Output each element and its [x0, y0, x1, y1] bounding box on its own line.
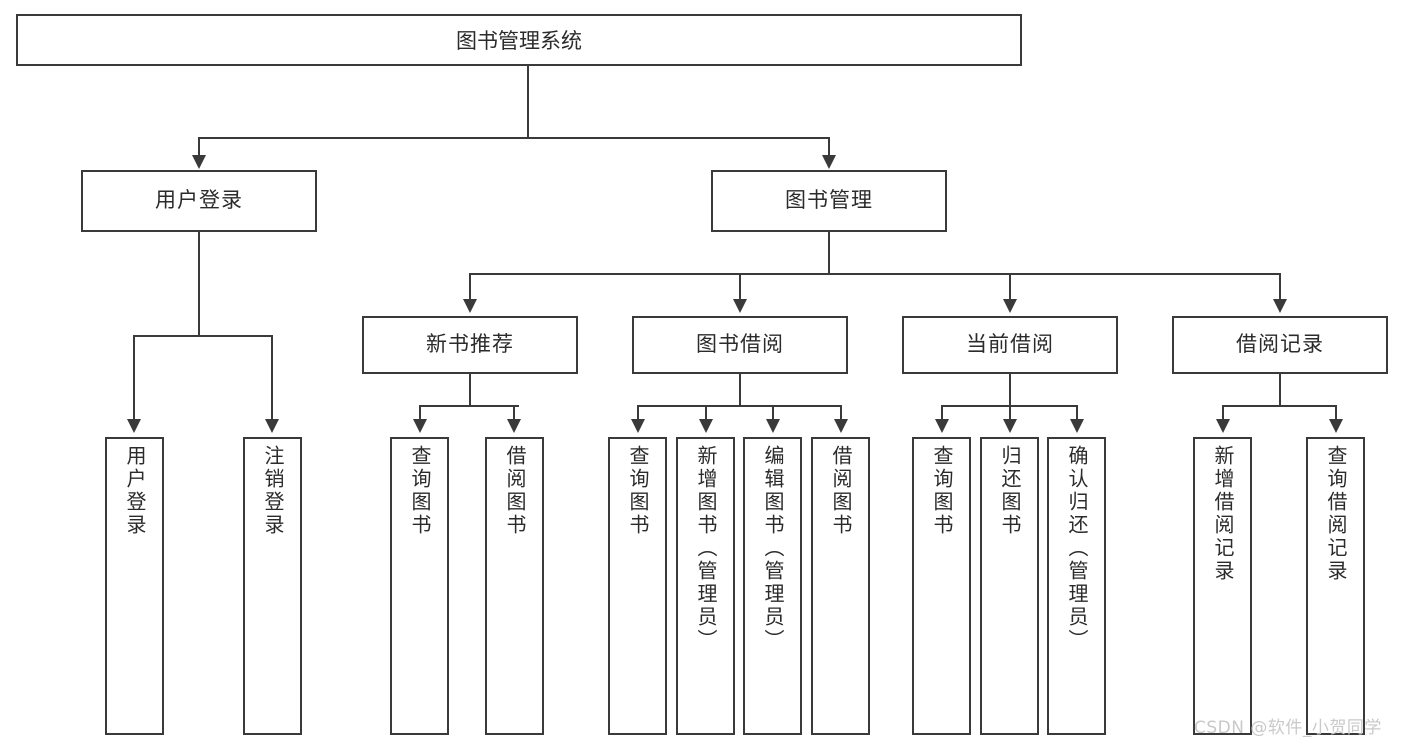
leaf-label: 注销登录 — [261, 445, 285, 537]
edge-current-borrow-leaf3 — [1076, 405, 1078, 421]
node-current-borrow[interactable]: 当前借阅 — [902, 316, 1118, 374]
arrow-bm-to-current-borrow — [1003, 299, 1017, 313]
edge-user-login-stem — [198, 232, 200, 336]
node-label: 当前借阅 — [966, 332, 1054, 357]
arrow-book-borrow-leaf4 — [834, 419, 848, 433]
node-label: 图书管理系统 — [456, 29, 582, 53]
leaf-label: 确认归还（管理员） — [1065, 445, 1089, 652]
arrow-bm-to-book-borrow — [733, 299, 747, 313]
edge-book-borrow-leaf1 — [637, 405, 639, 421]
edge-book-borrow-bar — [637, 405, 842, 407]
arrow-borrow-record-leaf2 — [1329, 419, 1343, 433]
arrow-new-book-leaf1 — [413, 419, 427, 433]
arrow-bm-to-new-book — [463, 299, 477, 313]
arrow-borrow-record-leaf1 — [1216, 419, 1230, 433]
edge-root-stem — [527, 66, 529, 138]
node-user-login[interactable]: 用户登录 — [81, 170, 317, 232]
edge-borrow-record-leaf1 — [1222, 405, 1224, 421]
node-label: 用户登录 — [155, 188, 243, 213]
leaf-borrow-record-add-record[interactable]: 新增借阅记录 — [1193, 437, 1252, 735]
node-label: 借阅记录 — [1236, 332, 1324, 357]
edge-root-bar — [198, 137, 830, 139]
node-book-borrow[interactable]: 图书借阅 — [632, 316, 848, 374]
edge-current-borrow-leaf2 — [1009, 405, 1011, 421]
node-borrow-record[interactable]: 借阅记录 — [1172, 316, 1388, 374]
edge-current-borrow-stem — [1009, 374, 1011, 406]
node-label: 图书管理 — [785, 188, 873, 213]
leaf-book-borrow-edit-book-admin[interactable]: 编辑图书（管理员） — [743, 437, 802, 735]
leaf-label: 借阅图书 — [829, 445, 853, 537]
node-root-book-management-system[interactable]: 图书管理系统 — [16, 14, 1022, 66]
edge-user-login-leaf1 — [133, 335, 135, 421]
edge-borrow-record-stem — [1279, 374, 1281, 406]
edge-book-borrow-leaf4 — [840, 405, 842, 421]
edge-root-to-user-login — [198, 137, 200, 157]
leaf-label: 查询图书 — [408, 445, 432, 537]
leaf-label: 编辑图书（管理员） — [761, 445, 785, 652]
edge-new-book-stem — [469, 374, 471, 406]
leaf-new-book-query-book[interactable]: 查询图书 — [390, 437, 449, 735]
arrow-root-to-user-login — [192, 155, 206, 169]
edge-borrow-record-bar — [1222, 405, 1337, 407]
leaf-current-borrow-confirm-return-admin[interactable]: 确认归还（管理员） — [1047, 437, 1106, 735]
edge-borrow-record-leaf2 — [1335, 405, 1337, 421]
leaf-label: 新增借阅记录 — [1211, 445, 1235, 583]
leaf-book-borrow-query-book[interactable]: 查询图书 — [608, 437, 667, 735]
arrow-current-borrow-leaf2 — [1003, 419, 1017, 433]
leaf-borrow-record-query-record[interactable]: 查询借阅记录 — [1306, 437, 1365, 735]
leaf-label: 查询图书 — [626, 445, 650, 537]
arrow-bm-to-borrow-record — [1273, 299, 1287, 313]
leaf-label: 新增图书（管理员） — [694, 445, 718, 652]
leaf-label: 借阅图书 — [503, 445, 527, 537]
node-label: 图书借阅 — [696, 332, 784, 357]
node-book-management[interactable]: 图书管理 — [711, 170, 947, 232]
watermark-csdn: CSDN @软件_小贺同学 — [1194, 718, 1382, 738]
edge-book-borrow-leaf2 — [705, 405, 707, 421]
arrow-book-borrow-leaf1 — [631, 419, 645, 433]
edge-user-login-leaf2 — [271, 335, 273, 421]
leaf-book-borrow-borrow-book[interactable]: 借阅图书 — [811, 437, 870, 735]
arrow-current-borrow-leaf3 — [1070, 419, 1084, 433]
leaf-label: 查询借阅记录 — [1324, 445, 1348, 583]
edge-bm-to-new-book — [469, 273, 471, 301]
arrow-new-book-leaf2 — [507, 419, 521, 433]
leaf-user-login-login[interactable]: 用户登录 — [105, 437, 164, 735]
edge-book-borrow-stem — [739, 374, 741, 406]
leaf-current-borrow-query-book[interactable]: 查询图书 — [912, 437, 971, 735]
leaf-label: 查询图书 — [930, 445, 954, 537]
leaf-new-book-borrow-book[interactable]: 借阅图书 — [485, 437, 544, 735]
edge-new-book-leaf2 — [513, 405, 515, 421]
arrow-user-login-leaf2 — [265, 419, 279, 433]
leaf-user-login-logout[interactable]: 注销登录 — [243, 437, 302, 735]
arrow-user-login-leaf1 — [127, 419, 141, 433]
edge-bm-to-borrow-record — [1279, 273, 1281, 301]
edge-bm-to-book-borrow — [739, 273, 741, 301]
edge-current-borrow-leaf1 — [941, 405, 943, 421]
node-new-book-recommend[interactable]: 新书推荐 — [362, 316, 578, 374]
arrow-book-borrow-leaf2 — [699, 419, 713, 433]
edge-user-login-bar — [133, 335, 272, 337]
edge-book-management-bar — [469, 273, 1281, 275]
edge-root-to-book-management — [828, 137, 830, 157]
edge-new-book-leaf1 — [419, 405, 421, 421]
arrow-book-borrow-leaf3 — [766, 419, 780, 433]
leaf-label: 归还图书 — [998, 445, 1022, 537]
edge-book-borrow-leaf3 — [772, 405, 774, 421]
arrow-root-to-book-management — [822, 155, 836, 169]
leaf-current-borrow-return-book[interactable]: 归还图书 — [980, 437, 1039, 735]
edge-bm-to-current-borrow — [1009, 273, 1011, 301]
edge-new-book-bar — [419, 405, 519, 407]
edge-book-management-stem — [828, 232, 830, 274]
arrow-current-borrow-leaf1 — [935, 419, 949, 433]
node-label: 新书推荐 — [426, 332, 514, 357]
leaf-label: 用户登录 — [123, 445, 147, 537]
leaf-book-borrow-add-book-admin[interactable]: 新增图书（管理员） — [676, 437, 735, 735]
